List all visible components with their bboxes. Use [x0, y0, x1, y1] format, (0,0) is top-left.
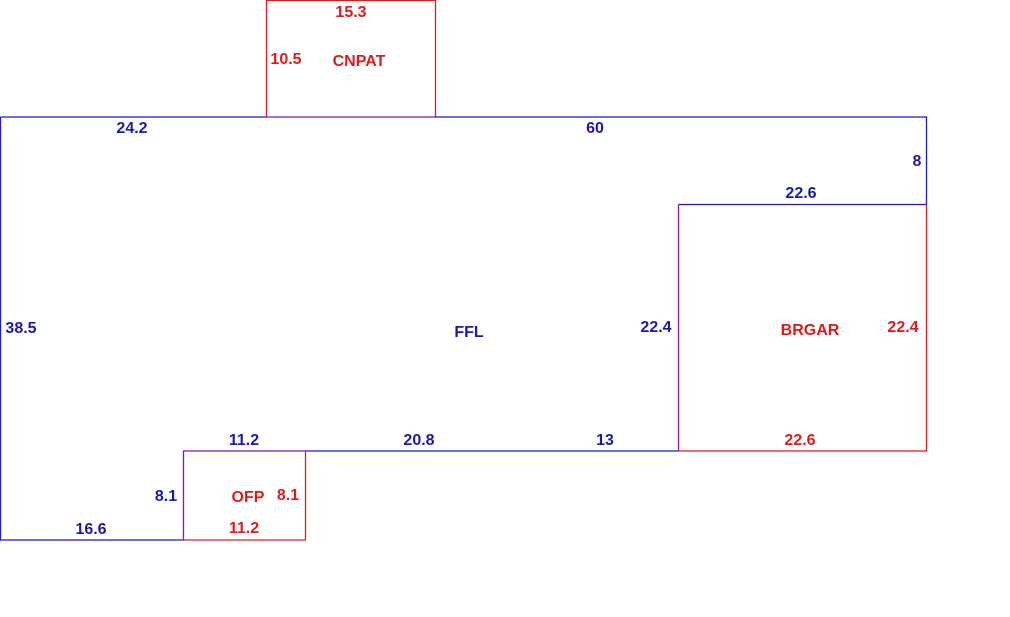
ofp-shared-edge [182, 450, 306, 540]
ffl-bottom-left-dim: 16.6 [75, 521, 106, 538]
brgar-outline [678, 204, 928, 452]
ofp-area: OFP 8.1 11.2 [182, 450, 307, 541]
cnpat-label: CNPAT [333, 53, 386, 70]
ffl-bottom-b-dim: 20.8 [403, 432, 434, 449]
ofp-right-dim: 8.1 [277, 487, 299, 504]
ofp-label: OFP [232, 489, 265, 506]
brgar-bottom-dim: 22.6 [784, 432, 815, 449]
ffl-label: FFL [454, 324, 484, 341]
cnpat-area: 15.3 10.5 CNPAT [265, 0, 437, 118]
ffl-ofp-side-dim: 8.1 [155, 488, 177, 505]
ffl-bottom-c-dim: 13 [596, 432, 614, 449]
cnpat-top-dim: 15.3 [335, 4, 366, 21]
cnpat-side-dim: 10.5 [270, 51, 301, 68]
ffl-area: 24.2 60 8 22.6 38.5 FFL 22.4 11.2 20.8 1… [0, 116, 928, 541]
brgar-label: BRGAR [781, 322, 840, 339]
ofp-bottom-dim: 11.2 [229, 520, 259, 537]
ffl-outline [0, 116, 928, 541]
ffl-bottom-a-dim: 11.2 [229, 432, 259, 449]
cnpat-outline [265, 0, 437, 117]
ffl-right-upper-dim: 8 [913, 153, 922, 170]
brgar-right-dim: 22.4 [887, 319, 918, 336]
brgar-area: BRGAR 22.4 22.6 [677, 204, 928, 452]
ffl-inner-right-dim: 22.4 [640, 319, 671, 336]
ffl-top-right-dim: 60 [586, 120, 604, 137]
ffl-left-dim: 38.5 [5, 320, 36, 337]
ofp-outline [183, 451, 307, 541]
ffl-top-left-dim: 24.2 [116, 120, 147, 137]
ffl-notch-top-dim: 22.6 [785, 185, 816, 202]
